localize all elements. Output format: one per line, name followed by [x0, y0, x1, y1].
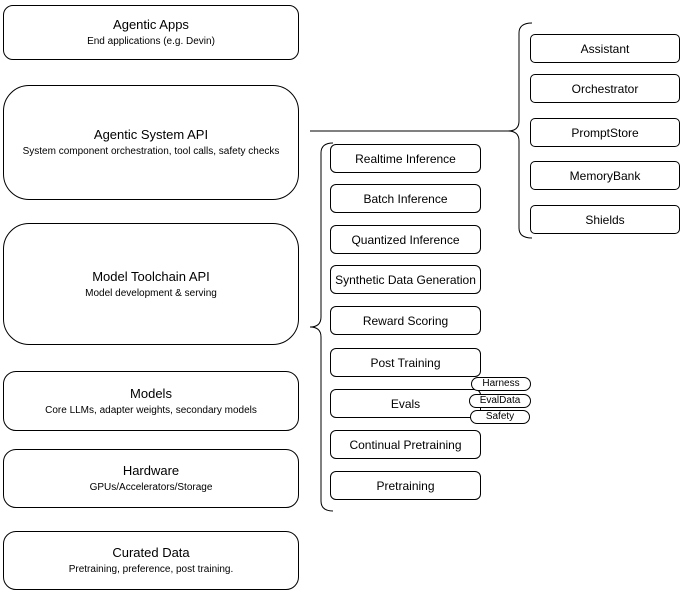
node-subtitle: Core LLMs, adapter weights, secondary mo…	[45, 404, 257, 416]
node-title: Agentic Apps	[113, 17, 189, 32]
node-reward-scoring: Reward Scoring	[330, 306, 481, 335]
node-orchestrator: Orchestrator	[530, 74, 680, 103]
node-title: Models	[130, 385, 172, 401]
node-agentic-system-api: Agentic System API System component orch…	[3, 85, 299, 200]
node-continual-pretraining: Continual Pretraining	[330, 430, 481, 459]
node-memorybank: MemoryBank	[530, 161, 680, 190]
node-batch-inference: Batch Inference	[330, 184, 481, 213]
node-post-training: Post Training	[330, 348, 481, 377]
node-title: Curated Data	[112, 545, 190, 560]
node-model-toolchain-api: Model Toolchain API Model development & …	[3, 223, 299, 345]
node-assistant: Assistant	[530, 34, 680, 63]
node-synthetic-data-generation: Synthetic Data Generation	[330, 265, 481, 294]
node-evals: Evals	[330, 389, 481, 418]
node-subtitle: GPUs/Accelerators/Storage	[89, 482, 213, 493]
node-subtitle: Pretraining, preference, post training.	[68, 564, 234, 575]
node-subtitle: Model development & serving	[85, 287, 217, 299]
node-title: Hardware	[122, 463, 180, 478]
node-promptstore: PromptStore	[530, 118, 680, 147]
node-hardware: Hardware GPUs/Accelerators/Storage	[3, 449, 299, 508]
node-title: Model Toolchain API	[92, 268, 210, 284]
node-realtime-inference: Realtime Inference	[330, 144, 481, 173]
node-subtitle: System component orchestration, tool cal…	[22, 146, 280, 157]
pill-harness: Harness	[471, 377, 531, 391]
node-subtitle: End applications (e.g. Devin)	[87, 36, 215, 47]
node-pretraining: Pretraining	[330, 471, 481, 500]
node-models: Models Core LLMs, adapter weights, secon…	[3, 371, 299, 431]
pill-evaldata: EvalData	[469, 394, 531, 408]
node-quantized-inference: Quantized Inference	[330, 225, 481, 254]
node-agentic-apps: Agentic Apps End applications (e.g. Devi…	[3, 5, 299, 60]
node-shields: Shields	[530, 205, 680, 234]
pill-safety: Safety	[470, 410, 530, 424]
node-curated-data: Curated Data Pretraining, preference, po…	[3, 531, 299, 590]
node-title: Agentic System API	[93, 127, 209, 142]
brace-system-components	[507, 22, 533, 239]
